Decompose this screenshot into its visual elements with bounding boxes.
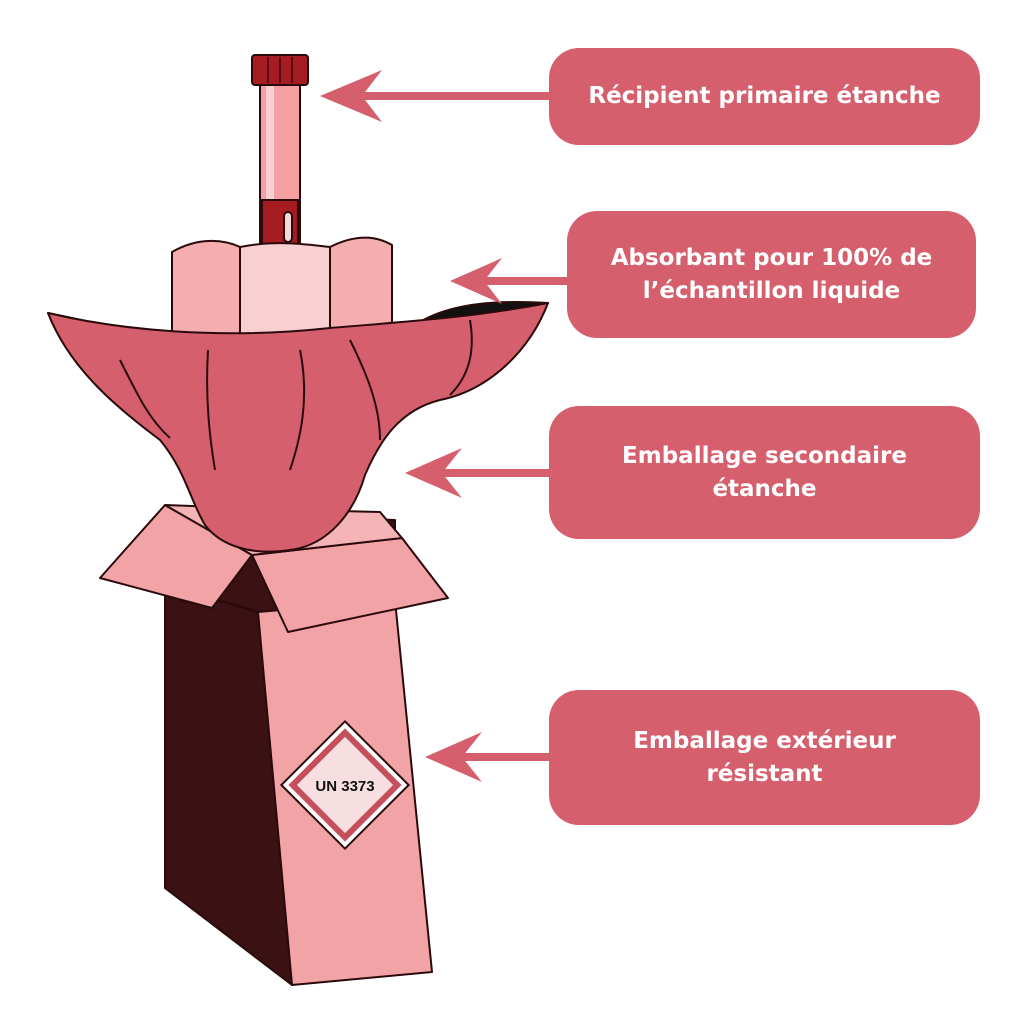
callout-primary-container: Récipient primaire étanche [549,48,980,145]
callout-outer-line-1: Emballage extérieur [633,728,896,755]
arrows [320,70,568,782]
un3373-hazard-label: UN 3373 [279,719,411,851]
callout-absorbent-line-1: Absorbant pour 100% de [610,245,933,272]
arrow-secondary [405,448,550,498]
sample-tube-liquid-highlight [283,211,293,243]
callout-absorbent: Absorbant pour 100% de l’échantillon liq… [567,211,976,338]
callout-outer-packaging: Emballage extérieur résistant [549,690,980,825]
un3373-label-text: UN 3373 [315,778,374,795]
arrow-primary [320,70,550,122]
callout-secondary-line-2: étanche [712,475,817,502]
callout-absorbent-line-2: l’échantillon liquide [642,277,901,304]
arrow-outer [425,732,550,782]
sample-tube [251,54,309,253]
callout-primary-container-text: Récipient primaire étanche [588,83,941,110]
callout-outer-line-2: résistant [706,760,823,787]
callout-secondary-packaging: Emballage secondaire étanche [549,406,980,539]
outer-box [99,504,449,986]
secondary-bag-body [47,302,549,553]
secondary-bag [47,300,549,553]
callout-secondary-line-1: Emballage secondaire [622,443,907,470]
sample-tube-highlight [266,86,274,246]
arrow-absorbent [450,258,568,304]
